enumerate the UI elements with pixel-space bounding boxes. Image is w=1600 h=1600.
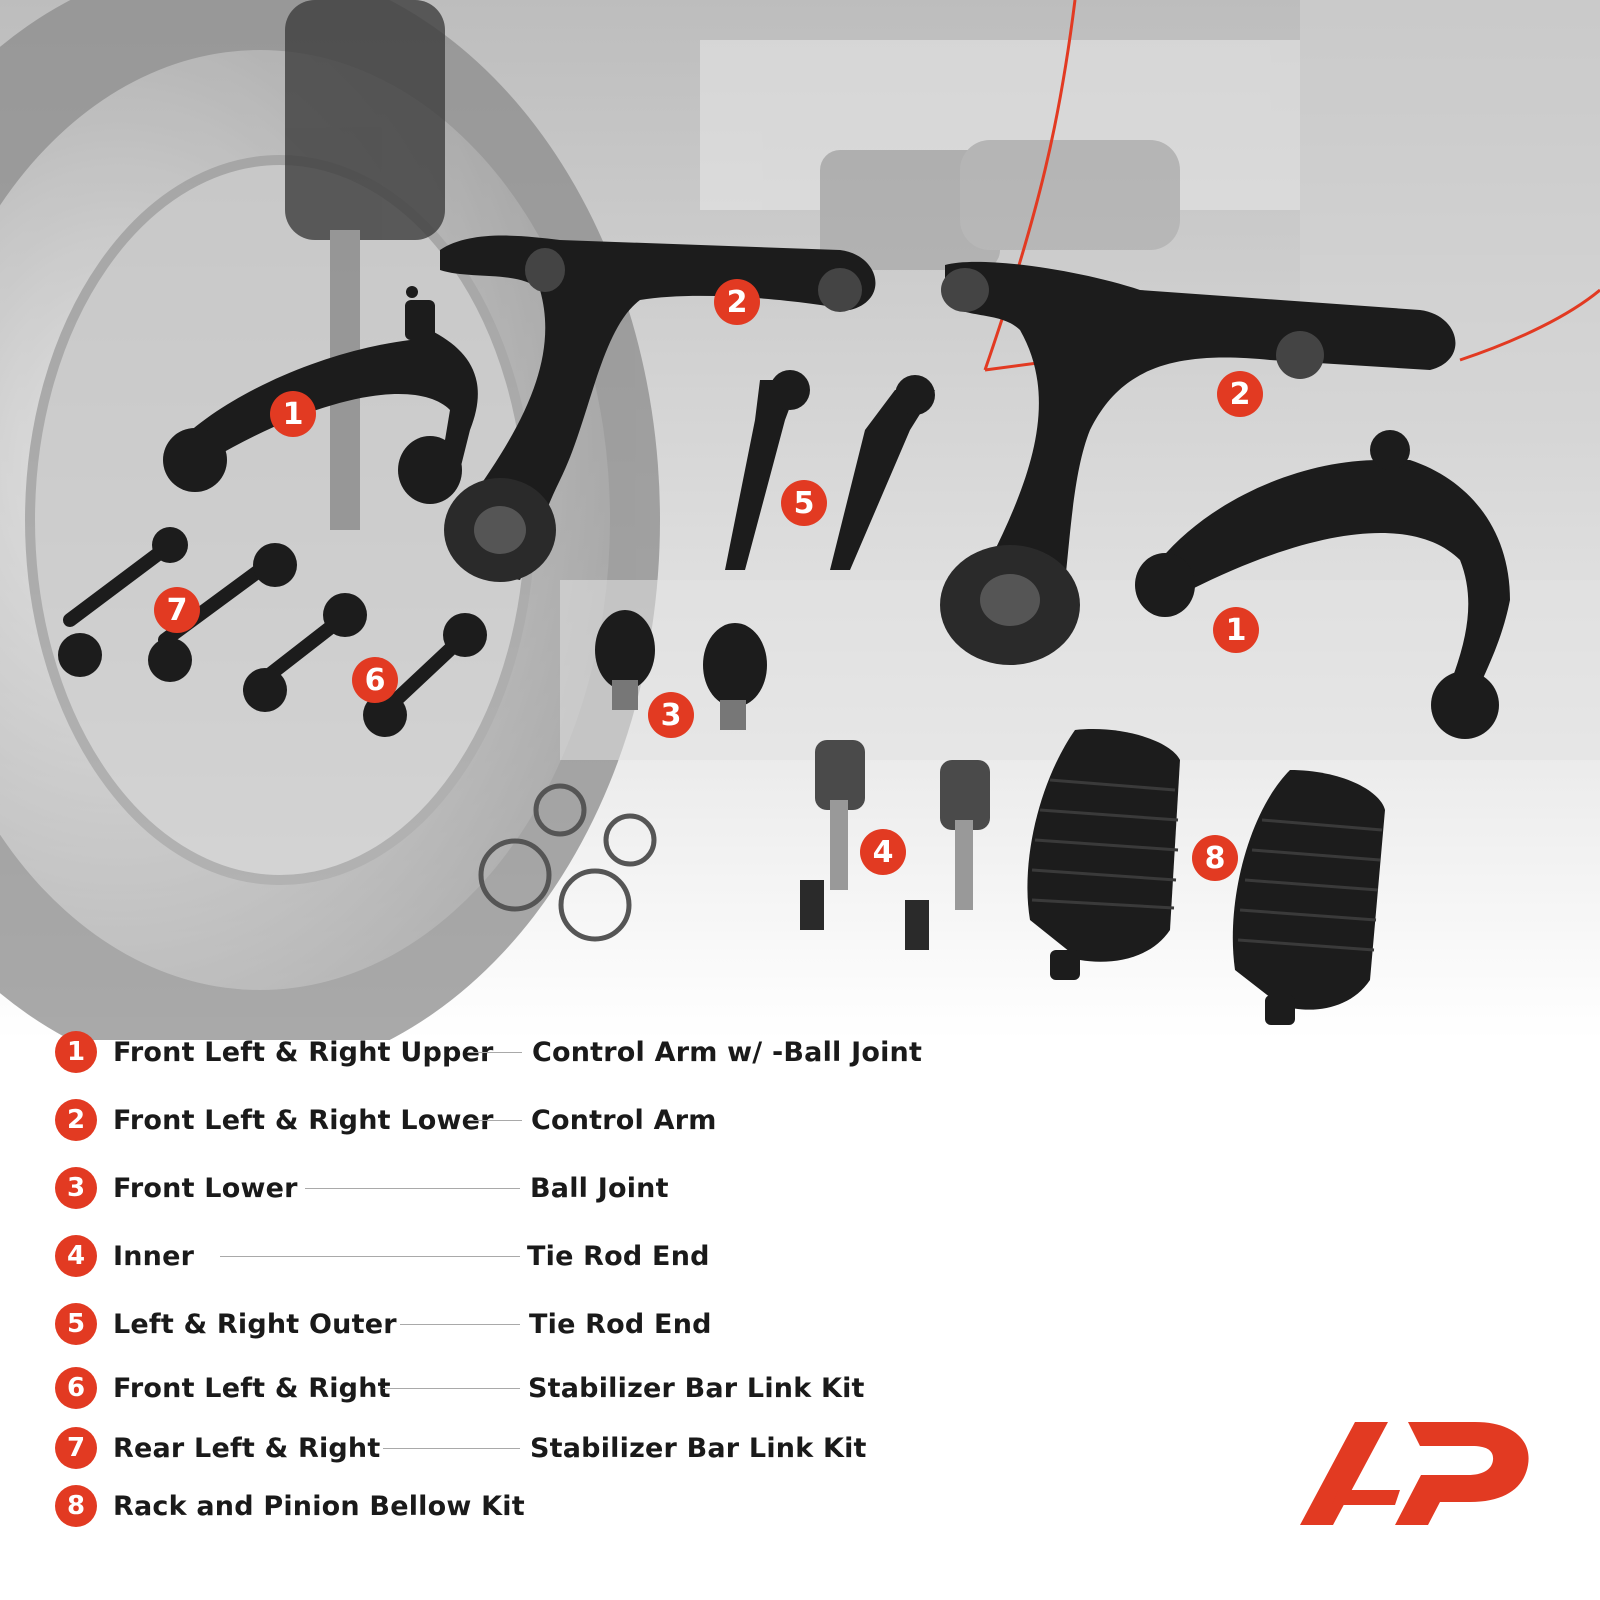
legend-item-position: Front Left & Right Upper xyxy=(113,1036,494,1068)
legend-number-badge: 3 xyxy=(55,1167,97,1209)
inner-tie-rods xyxy=(800,740,990,950)
legend-number-badge: 8 xyxy=(55,1485,97,1527)
chassis-background xyxy=(560,0,1600,760)
legend-connector-line xyxy=(383,1448,520,1449)
legend-row: 8 Rack and Pinion Bellow Kit xyxy=(55,1484,955,1528)
legend-item-part: Control Arm xyxy=(531,1104,717,1136)
legend-item-position: Inner xyxy=(113,1240,195,1272)
legend-connector-line xyxy=(400,1324,520,1325)
legend-number-badge: 4 xyxy=(55,1235,97,1277)
rack-pinion-bellows xyxy=(1027,729,1385,1025)
lower-control-arm-left xyxy=(440,235,876,582)
lower-ball-joints xyxy=(595,610,767,730)
legend-row: 3 Front Lower Ball Joint xyxy=(55,1166,955,1210)
legend-number-badge: 2 xyxy=(55,1099,97,1141)
legend-item-part: Stabilizer Bar Link Kit xyxy=(528,1372,865,1404)
legend-item-part: Tie Rod End xyxy=(527,1240,710,1272)
legend-item-position: Front Lower xyxy=(113,1172,298,1204)
part-badge-inner-tie-rods: 4 xyxy=(860,829,906,875)
legend-row: 2 Front Left & Right Lower Control Arm xyxy=(55,1098,955,1142)
legend-number-badge: 5 xyxy=(55,1303,97,1345)
upper-control-arm-left xyxy=(163,286,478,504)
legend-item-part: Stabilizer Bar Link Kit xyxy=(530,1432,867,1464)
part-badge-upper-arm-right: 1 xyxy=(1213,607,1259,653)
legend-row: 5 Left & Right Outer Tie Rod End xyxy=(55,1302,955,1346)
legend-number-badge: 1 xyxy=(55,1031,97,1073)
legend-item-part: Ball Joint xyxy=(530,1172,669,1204)
part-badge-rear-links: 7 xyxy=(154,587,200,633)
red-accent-line xyxy=(1459,288,1600,362)
part-badge-ball-joints: 3 xyxy=(648,692,694,738)
lock-washers-and-clips xyxy=(478,783,657,942)
legend-item-position: Rear Left & Right xyxy=(113,1432,381,1464)
legend-number-badge: 7 xyxy=(55,1427,97,1469)
legend-connector-line xyxy=(383,1388,520,1389)
stabilizer-bar-links xyxy=(58,527,487,737)
legend-row: 1 Front Left & Right Upper Control Arm w… xyxy=(55,1030,955,1074)
legend-item-part: Tie Rod End xyxy=(529,1308,712,1340)
part-badge-lower-arm-left: 2 xyxy=(714,279,760,325)
legend-item-position: Rack and Pinion Bellow Kit xyxy=(113,1490,525,1522)
brand-logo-icon xyxy=(1300,1422,1529,1525)
upper-control-arm-right xyxy=(1135,430,1510,739)
legend-item-part: Control Arm w/ -Ball Joint xyxy=(532,1036,923,1068)
legend-item-position: Left & Right Outer xyxy=(113,1308,397,1340)
part-badge-bellows: 8 xyxy=(1192,835,1238,881)
legend-item-position: Front Left & Right Lower xyxy=(113,1104,494,1136)
legend-item-position: Front Left & Right xyxy=(113,1372,391,1404)
product-photo xyxy=(0,0,1600,1040)
part-badge-lower-arm-right: 2 xyxy=(1217,371,1263,417)
legend-connector-line xyxy=(220,1256,520,1257)
outer-tie-rod-ends xyxy=(725,370,935,570)
part-badge-upper-arm-left: 1 xyxy=(270,391,316,437)
part-badge-outer-tie-rod: 5 xyxy=(781,480,827,526)
legend-connector-line xyxy=(305,1188,520,1189)
legend-connector-line xyxy=(467,1120,522,1121)
lower-control-arm-right xyxy=(940,261,1456,665)
legend-row: 6 Front Left & Right Stabilizer Bar Link… xyxy=(55,1366,955,1410)
legend-row: 7 Rear Left & Right Stabilizer Bar Link … xyxy=(55,1426,955,1470)
legend-row: 4 Inner Tie Rod End xyxy=(55,1234,955,1278)
legend-connector-line xyxy=(467,1052,522,1053)
part-badge-front-links: 6 xyxy=(352,657,398,703)
legend-number-badge: 6 xyxy=(55,1367,97,1409)
